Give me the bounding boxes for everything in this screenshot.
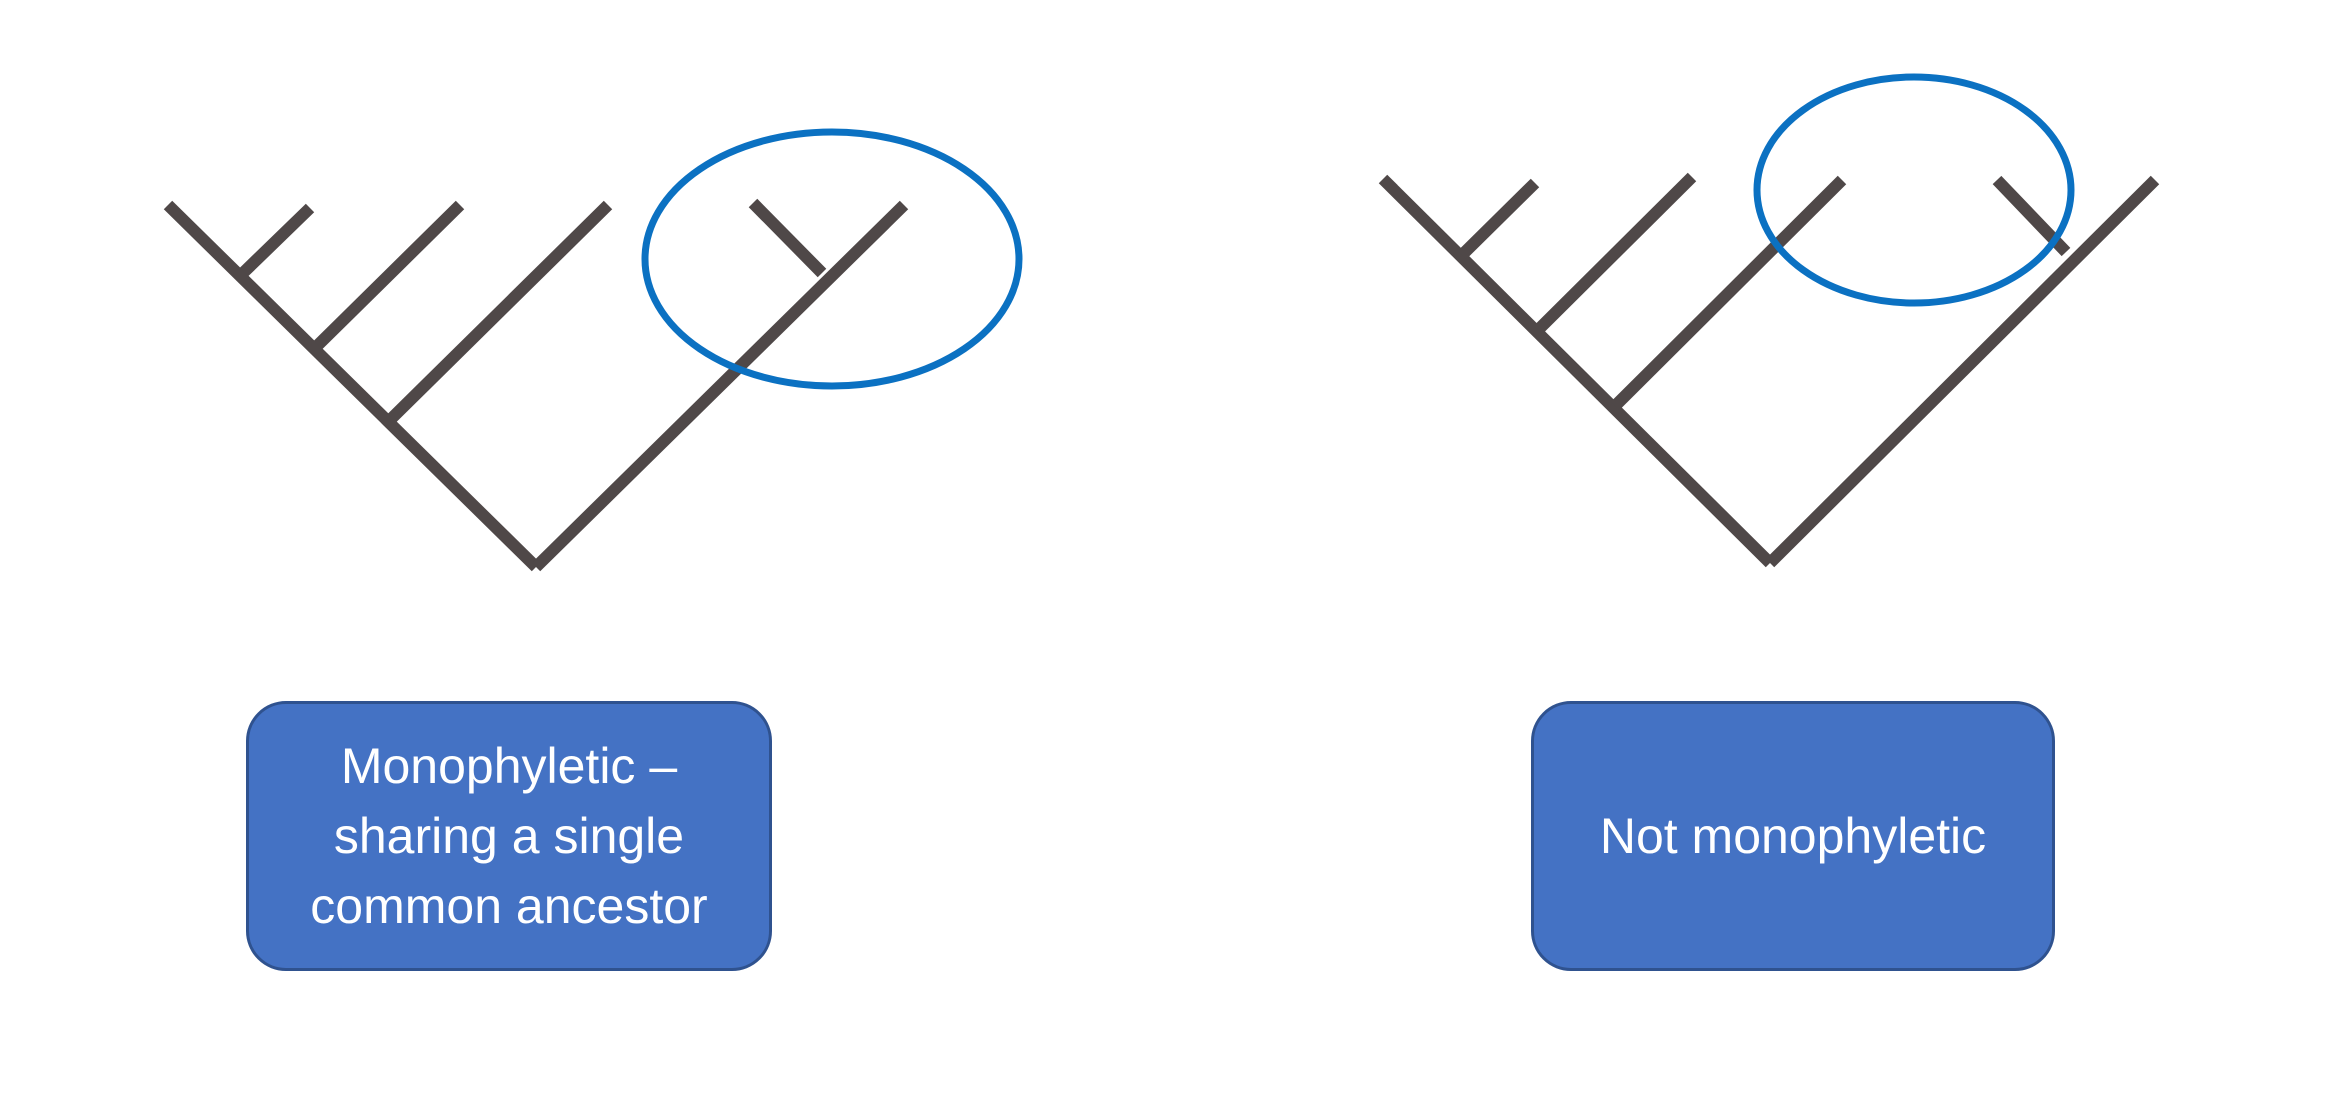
right-highlight-ellipse <box>1753 73 2075 307</box>
left-highlight-ellipse <box>641 128 1023 390</box>
left-main-right-branch <box>531 200 909 572</box>
not-monophyletic-label-line-1: Not monophyletic <box>1599 808 1987 864</box>
left-leaf-3 <box>387 200 613 423</box>
monophyletic-label-line-1: Monophyletic – <box>340 738 678 794</box>
left-leaf-2 <box>313 200 465 350</box>
monophyletic-label-line-3: common ancestor <box>310 878 708 934</box>
left-main-left-branch <box>163 200 541 572</box>
monophyletic-label-line-2: sharing a single <box>333 808 685 864</box>
not-monophyletic-label-text: Not monophyletic <box>1600 801 1986 871</box>
right-leaf-3 <box>1610 175 1847 411</box>
not-monophyletic-label-box: Not monophyletic <box>1531 701 2055 971</box>
left-cladogram <box>163 198 909 572</box>
right-leaf-2 <box>1533 172 1697 335</box>
left-leaf-5 <box>748 198 827 278</box>
right-main-left-branch <box>1378 174 1775 568</box>
left-leaf-1 <box>239 203 315 277</box>
monophyletic-label-text: Monophyletic – sharing a single common a… <box>310 731 707 941</box>
right-leaf-1 <box>1457 178 1540 260</box>
right-main-right-branch <box>1765 175 2160 568</box>
monophyletic-label-box: Monophyletic – sharing a single common a… <box>246 701 772 971</box>
